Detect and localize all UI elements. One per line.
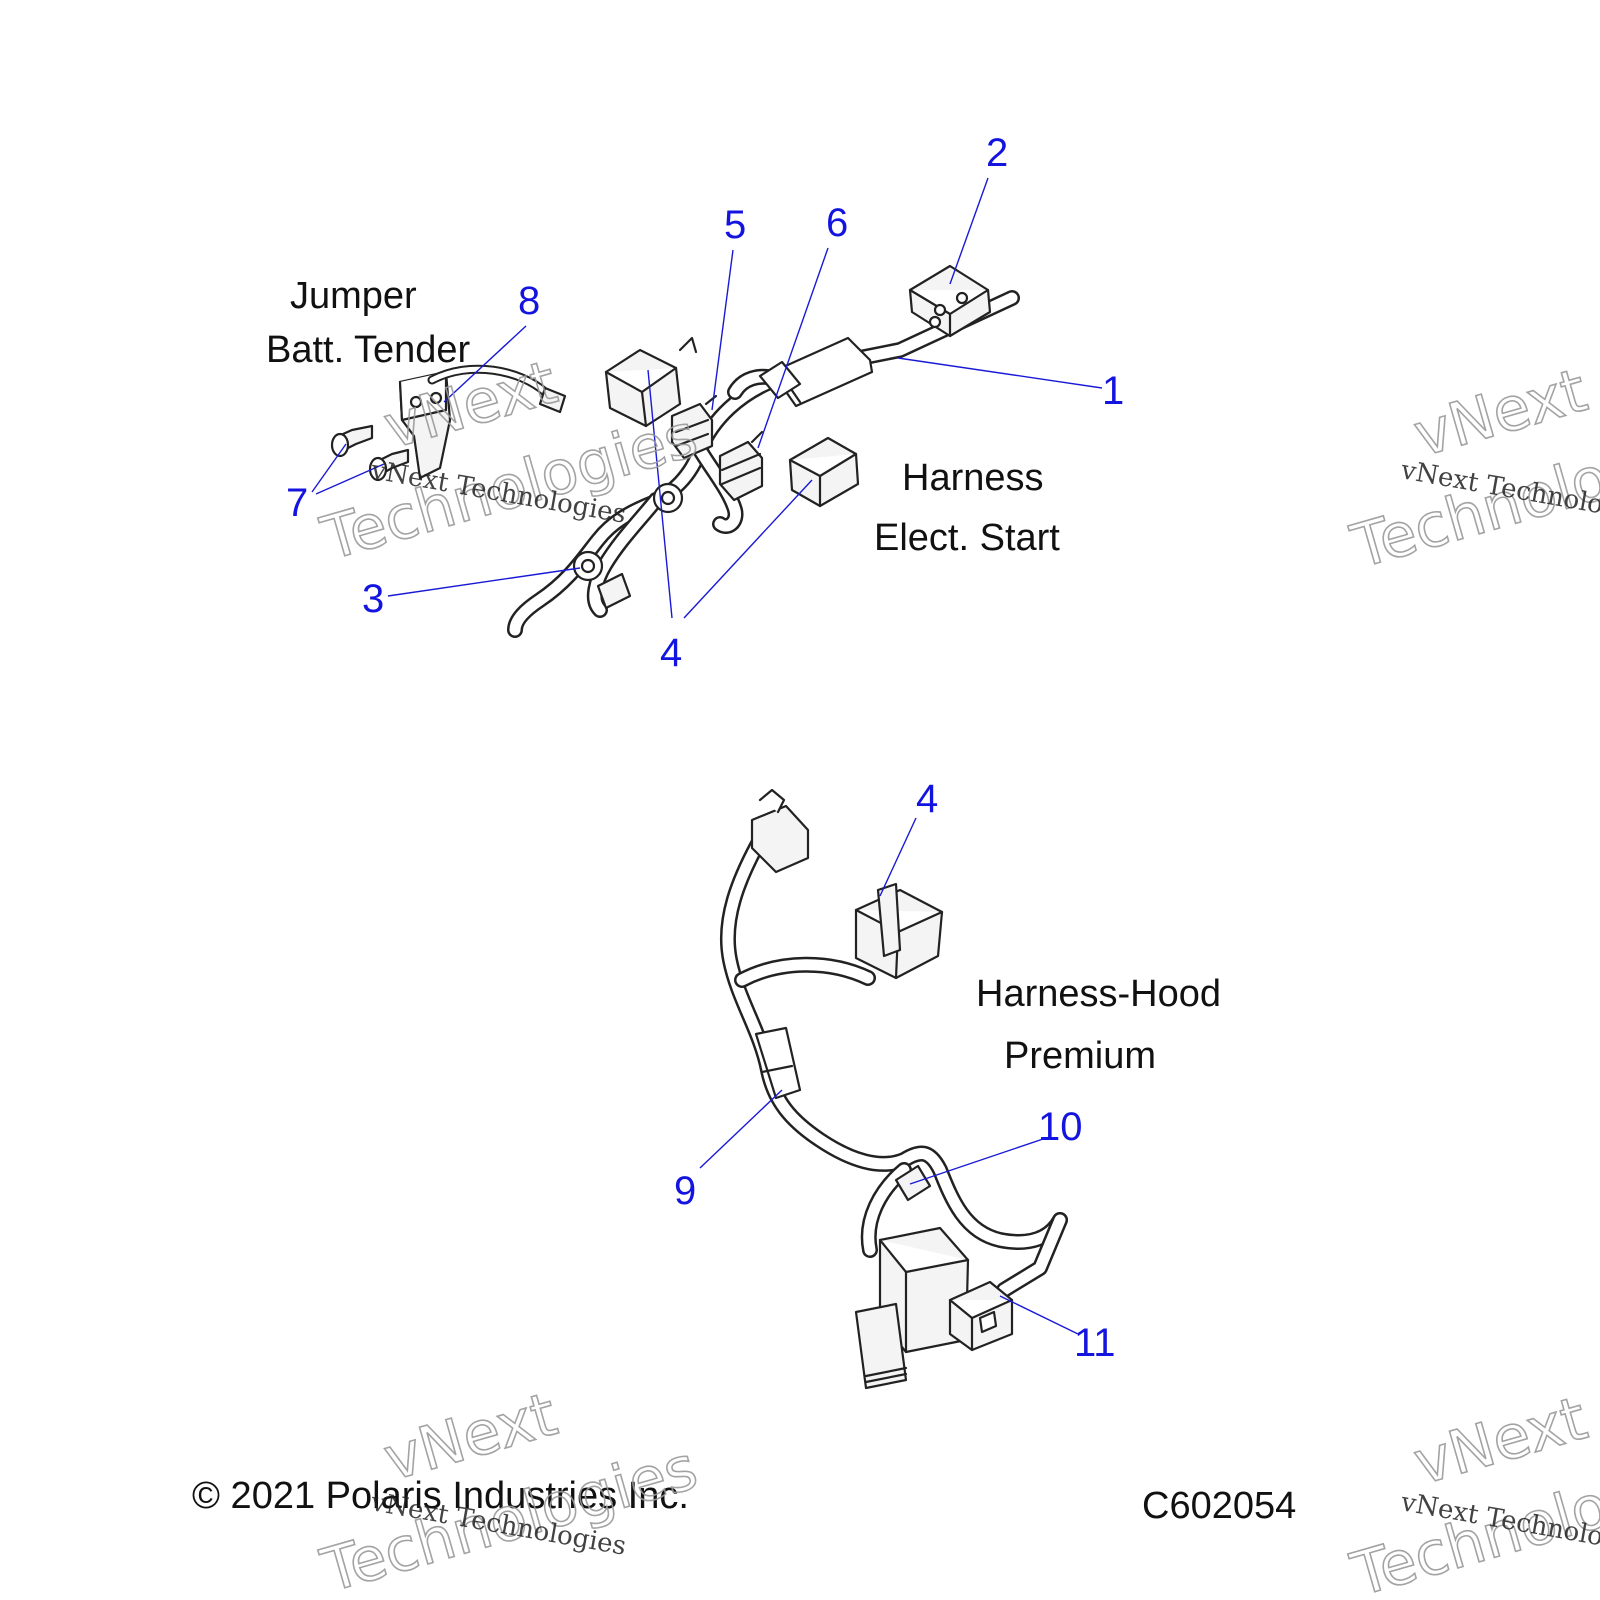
copyright-text: © 2021 Polaris Industries Inc. bbox=[192, 1475, 689, 1517]
footer: © 2021 Polaris Industries Inc. C602054 bbox=[192, 1475, 1296, 1527]
leader-10 bbox=[909, 1137, 1047, 1185]
watermark-4: vNext Technologies bbox=[1343, 1383, 1600, 1600]
leader-11 bbox=[999, 1295, 1079, 1335]
leader-5 bbox=[711, 249, 734, 411]
callout-8: 8 bbox=[518, 279, 540, 323]
leader-1 bbox=[897, 357, 1103, 389]
group-labels: Jumper Batt. Tender Harness Elect. Start… bbox=[266, 275, 1221, 1077]
leader-4c bbox=[879, 817, 917, 897]
watermark-3: vNext Technologies bbox=[313, 1379, 705, 1600]
hood-premium-harness-drawing bbox=[719, 788, 1068, 1390]
drawing-code: C602054 bbox=[1142, 1485, 1296, 1527]
leader-9 bbox=[699, 1089, 783, 1169]
leader-4b bbox=[683, 479, 813, 619]
callout-5: 5 bbox=[724, 203, 746, 247]
elect-start-harness-drawing bbox=[330, 264, 1020, 638]
callout-6: 6 bbox=[826, 201, 848, 245]
harness-label-line2: Elect. Start bbox=[874, 517, 1060, 559]
callout-10: 10 bbox=[1038, 1105, 1083, 1149]
jumper-label-line1: Jumper bbox=[290, 275, 417, 317]
callout-9: 9 bbox=[674, 1169, 696, 1213]
callout-numbers: 1 2 3 4 5 6 7 8 4 9 10 11 bbox=[286, 131, 1124, 1365]
jumper-label-line2: Batt. Tender bbox=[266, 329, 471, 371]
harness-label-line1: Harness bbox=[902, 457, 1044, 499]
watermarks: vNext Technologies vNext Technologies vN… bbox=[313, 347, 1600, 1600]
hood-label-line1: Harness-Hood bbox=[976, 973, 1221, 1015]
hood-label-line2: Premium bbox=[1004, 1035, 1156, 1077]
callout-4-bottom: 4 bbox=[916, 777, 938, 821]
callout-2: 2 bbox=[986, 131, 1008, 175]
watermark-2: vNext Technologies bbox=[1343, 355, 1600, 584]
leader-8 bbox=[443, 325, 527, 403]
callout-1: 1 bbox=[1102, 369, 1124, 413]
callout-4-top: 4 bbox=[660, 631, 682, 675]
leader-lines bbox=[311, 177, 1103, 1335]
leader-7b bbox=[315, 463, 385, 495]
callout-3: 3 bbox=[362, 577, 384, 621]
callout-11: 11 bbox=[1074, 1321, 1116, 1365]
leader-7a bbox=[311, 443, 347, 493]
callout-7: 7 bbox=[286, 481, 308, 525]
leader-6 bbox=[757, 247, 829, 449]
leader-3 bbox=[387, 567, 581, 597]
leader-4a bbox=[647, 369, 673, 619]
leader-2 bbox=[949, 177, 989, 285]
